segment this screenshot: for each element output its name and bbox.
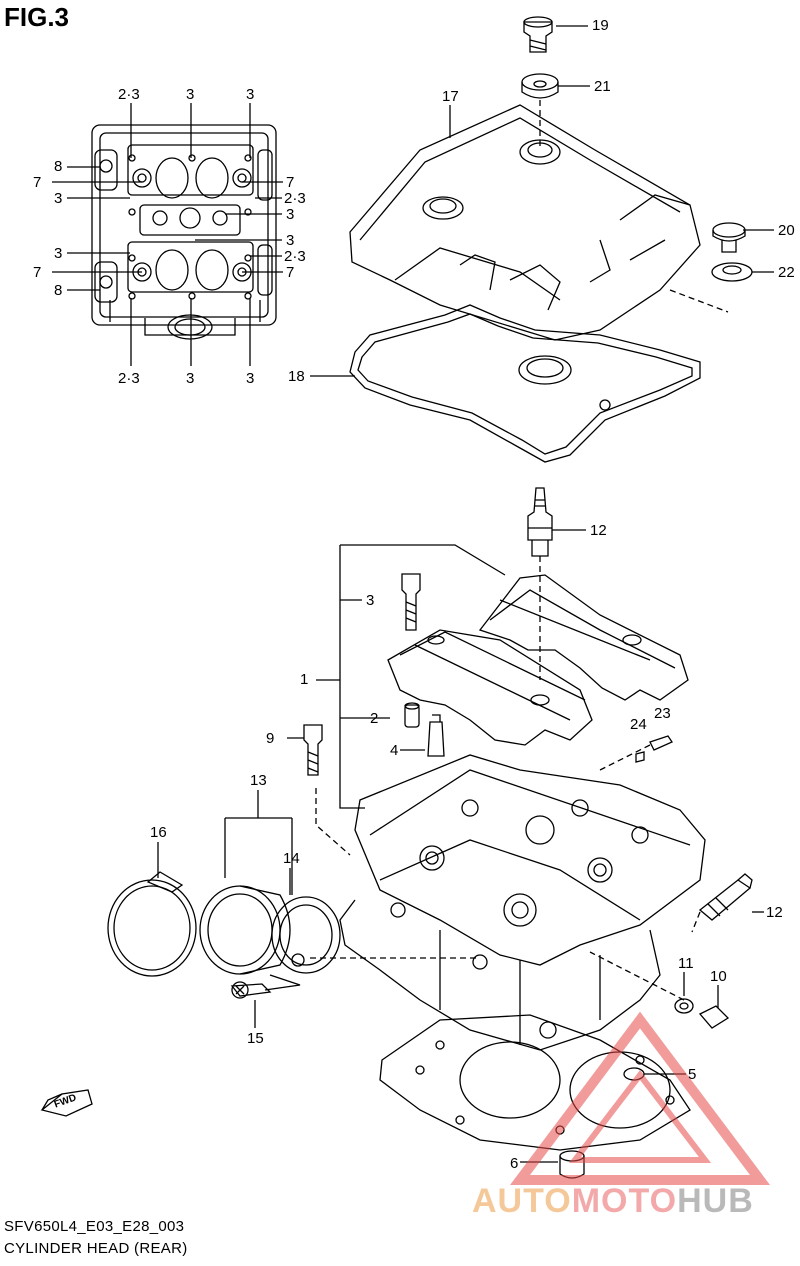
- watermark-logo-icon: [510, 1011, 770, 1185]
- callout-14: 14: [283, 850, 300, 867]
- side-spark-plug: [589, 873, 764, 1029]
- callout-22: 22: [778, 264, 795, 281]
- cylinder-head-body: [287, 724, 706, 1051]
- inset-head-top-view: [52, 103, 283, 366]
- callout-15: 15: [247, 1030, 264, 1047]
- callout-10: 10: [710, 968, 727, 985]
- callout-17: 17: [442, 88, 459, 105]
- inset-label-right-7b: 7: [286, 264, 295, 281]
- diagram-code: SFV650L4_E03_E28_003: [4, 1218, 185, 1235]
- inset-label-left-3b: 3: [54, 245, 63, 262]
- callout-23: 23: [654, 705, 671, 722]
- callout-21: 21: [594, 78, 611, 95]
- inset-label-right-7a: 7: [286, 174, 295, 191]
- inset-label-top-left: 2·3: [118, 86, 140, 103]
- fwd-arrow-icon: [40, 1089, 93, 1117]
- callout-1: 1: [300, 671, 309, 688]
- inset-label-bottom-mid: 3: [186, 370, 195, 387]
- spark-plug-top: [527, 487, 586, 680]
- inset-label-left-7a: 7: [33, 174, 42, 191]
- intake-pipe-parts: [107, 790, 480, 1028]
- inset-label-right-3b: 3: [286, 232, 295, 249]
- callout-13: 13: [250, 772, 267, 789]
- callout-19: 19: [592, 17, 609, 34]
- inset-label-top-mid: 3: [186, 86, 195, 103]
- inset-label-left-3a: 3: [54, 190, 63, 207]
- figure-title: FIG.3: [4, 2, 70, 32]
- callout-2: 2: [370, 710, 379, 727]
- callout-4: 4: [390, 742, 399, 759]
- callout-12-top: 12: [590, 522, 607, 539]
- inset-label-right-23b: 2·3: [284, 248, 306, 265]
- inset-label-right-3a: 3: [286, 206, 295, 223]
- callout-5: 5: [688, 1066, 697, 1083]
- callout-6: 6: [510, 1155, 519, 1172]
- inset-label-bottom-left: 2·3: [118, 370, 140, 387]
- inset-label-left-7b: 7: [33, 264, 42, 281]
- diagram-title: CYLINDER HEAD (REAR): [4, 1240, 188, 1257]
- inset-label-left-8b: 8: [54, 282, 63, 299]
- callout-16: 16: [150, 824, 167, 841]
- callout-3: 3: [366, 592, 375, 609]
- callout-24: 24: [630, 716, 647, 733]
- callout-20: 20: [778, 222, 795, 239]
- callout-12-side: 12: [766, 904, 783, 921]
- inset-label-top-right: 3: [246, 86, 255, 103]
- camshaft-holder-assembly: [316, 544, 689, 809]
- callout-18: 18: [288, 368, 305, 385]
- watermark-text: AUTOMOTOHUB: [472, 1182, 754, 1220]
- cylinder-head-cover: [310, 16, 774, 463]
- callout-11: 11: [678, 955, 694, 972]
- callout-9: 9: [266, 730, 275, 747]
- inset-label-left-8a: 8: [54, 158, 63, 175]
- inset-label-right-23a: 2·3: [284, 190, 306, 207]
- inset-label-bottom-right: 3: [246, 370, 255, 387]
